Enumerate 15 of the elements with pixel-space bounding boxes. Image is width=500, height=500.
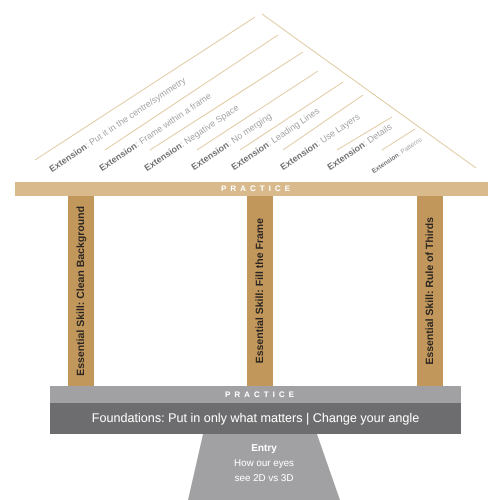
skill-pillar [247, 196, 273, 386]
skill-label: Essential Skill: Fill the Frame [254, 218, 266, 364]
skill-label: Essential Skill: Clean Background [76, 206, 86, 376]
foundation-label: Foundations: Put in only what matters | Change your angle [92, 412, 420, 426]
entry-heading: Entry [251, 442, 277, 456]
practice-beam [15, 182, 488, 196]
skill-pillar [417, 196, 443, 386]
practice-band [50, 386, 461, 403]
entry-description: How our eyes see 2D vs 3D [233, 457, 295, 486]
entry-base [188, 434, 340, 500]
skill-label: Essential Skill: Rule of Thirds [424, 217, 436, 365]
skill-pillar [68, 196, 94, 386]
practice-label: PRACTICE [224, 390, 298, 398]
foundation-band [50, 403, 461, 434]
practice-label: PRACTICE [220, 185, 294, 193]
